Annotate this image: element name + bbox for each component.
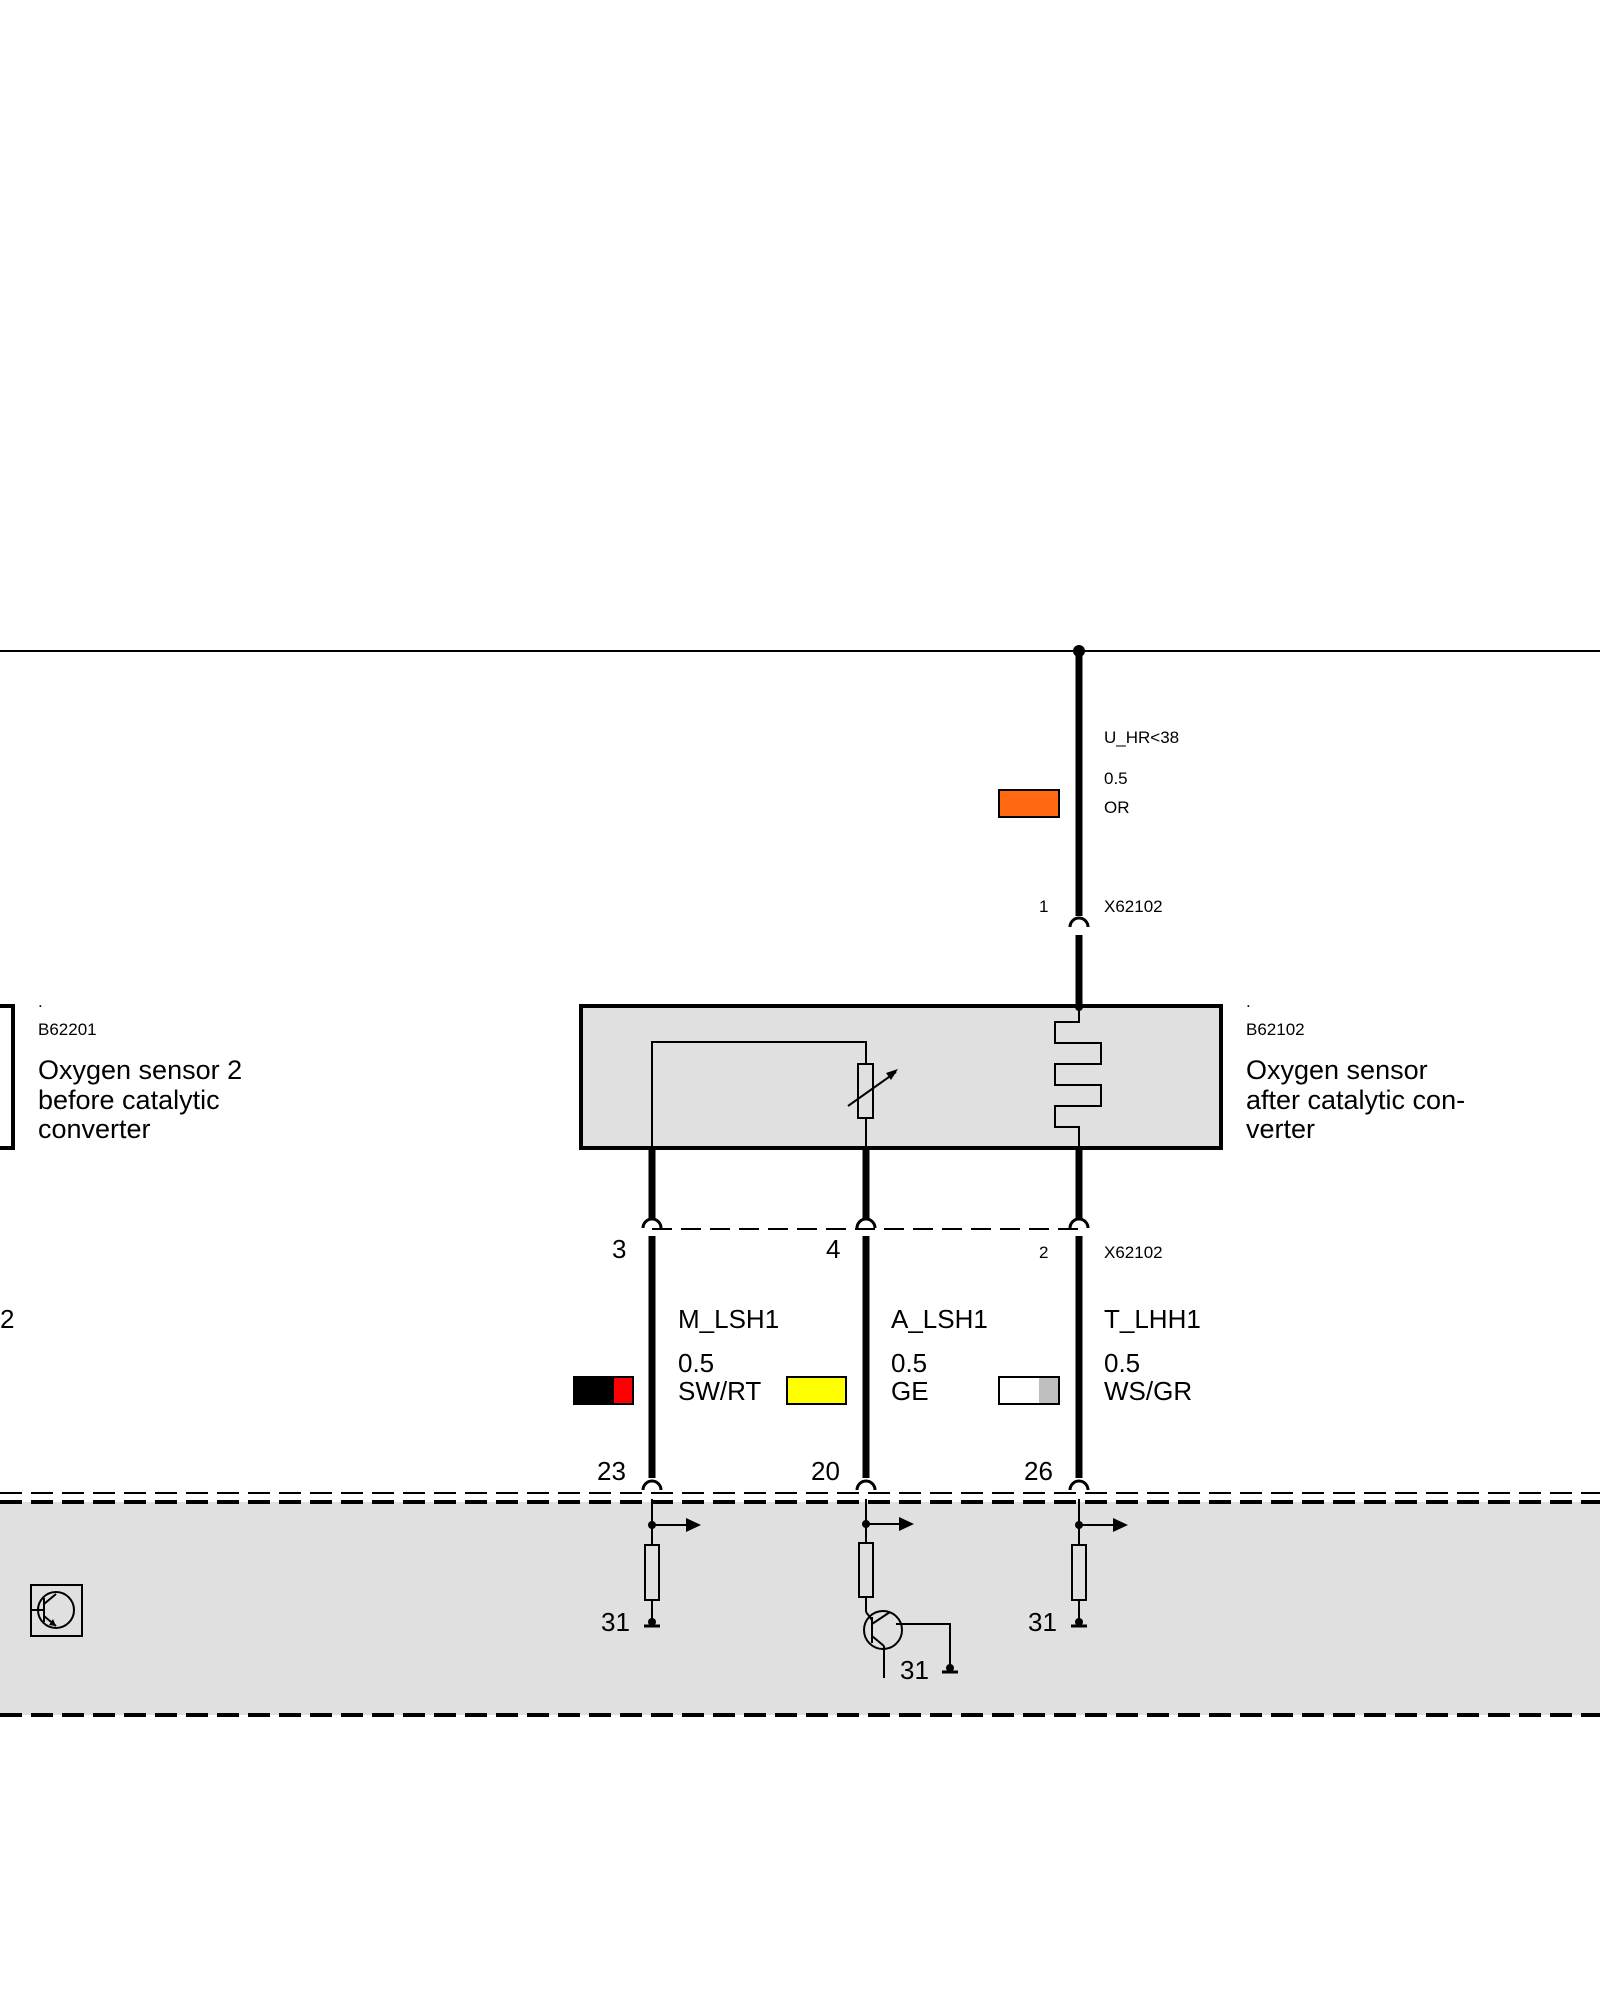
wire-a-lsh1-signal: A_LSH1 bbox=[891, 1304, 988, 1334]
ecu-input-m-lsh1 bbox=[644, 1499, 701, 1628]
wire-a-lsh1-sensor-pin: 4 bbox=[826, 1234, 840, 1264]
sensor-b62102-desc-line2: after catalytic con- bbox=[1246, 1085, 1465, 1115]
sensor-b62102-body bbox=[579, 1004, 1223, 1150]
wire-m-lsh1-sensor-pin: 3 bbox=[612, 1234, 626, 1264]
wire-t-lhh1-ecu-pin: 26 bbox=[1024, 1456, 1053, 1486]
supply-wire-size: 0.5 bbox=[1104, 769, 1128, 788]
heater-coil-icon bbox=[1054, 1007, 1102, 1148]
sensor-b62201-desc-line1: Oxygen sensor 2 bbox=[38, 1055, 242, 1085]
wire-a-lsh1-size: 0.5 bbox=[891, 1348, 927, 1378]
supply-wire-color-swatch bbox=[998, 789, 1060, 818]
wire-t-lhh1-signal: T_LHH1 bbox=[1104, 1304, 1201, 1334]
ecu-input-a-lsh1 bbox=[858, 1499, 958, 1678]
transistor-icon bbox=[30, 1584, 83, 1637]
sensor-b62201-dot: . bbox=[38, 992, 43, 1011]
sensor-b62201-body-edge bbox=[0, 1004, 15, 1150]
sensor-b62102-desc-line3: verter bbox=[1246, 1114, 1315, 1144]
wire-a-lsh1-color-code: GE bbox=[891, 1376, 929, 1406]
wire-t-lhh1 bbox=[1068, 1148, 1090, 1491]
ecu-input-t-lhh1 bbox=[1071, 1499, 1128, 1628]
wire-m-lsh1-color-code: SW/RT bbox=[678, 1376, 761, 1406]
sensor-b62102-dot: . bbox=[1246, 992, 1251, 1011]
supply-connector-id: X62102 bbox=[1104, 897, 1163, 916]
wire-m-lsh1-size: 0.5 bbox=[678, 1348, 714, 1378]
ecu-ground-label-1: 31 bbox=[601, 1607, 630, 1637]
supply-connector-pin: 1 bbox=[1039, 897, 1048, 916]
ecu-ground-label-3: 31 bbox=[1028, 1607, 1057, 1637]
sensor-b62201-code: B62201 bbox=[38, 1020, 97, 1039]
wire-t-lhh1-sensor-pin: 2 bbox=[1039, 1243, 1048, 1262]
sensor-b62201-desc-line2: before catalytic bbox=[38, 1085, 220, 1115]
wire-t-lhh1-color-code: WS/GR bbox=[1104, 1376, 1192, 1406]
wire-m-lsh1 bbox=[641, 1148, 663, 1491]
wire-a-lsh1-ecu-pin: 20 bbox=[811, 1456, 840, 1486]
sensor-b62102-desc-line1: Oxygen sensor bbox=[1246, 1055, 1428, 1085]
control-unit-body bbox=[0, 1502, 1600, 1715]
wire-m-lsh1-ecu-pin: 23 bbox=[597, 1456, 626, 1486]
wire-a-lsh1-color-swatch bbox=[786, 1376, 847, 1405]
sensor-b62201-partial-pin: 2 bbox=[0, 1304, 14, 1334]
wire-t-lhh1-size: 0.5 bbox=[1104, 1348, 1140, 1378]
lower-connector-id: X62102 bbox=[1104, 1243, 1163, 1262]
supply-signal-label: U_HR<38 bbox=[1104, 728, 1179, 747]
ecu-ground-label-2: 31 bbox=[900, 1655, 929, 1685]
sensor-b62102-code: B62102 bbox=[1246, 1020, 1305, 1039]
wire-t-lhh1-color-swatch bbox=[998, 1376, 1060, 1405]
supply-wire-color-code: OR bbox=[1104, 798, 1130, 817]
connector-x62102-pin1-symbol bbox=[1068, 916, 1090, 928]
sensor-b62201-desc-line3: converter bbox=[38, 1114, 151, 1144]
wire-a-lsh1 bbox=[855, 1148, 877, 1491]
sensor-internal-loop bbox=[651, 1041, 867, 1148]
wire-m-lsh1-color-swatch bbox=[573, 1376, 634, 1405]
wire-m-lsh1-signal: M_LSH1 bbox=[678, 1304, 779, 1334]
